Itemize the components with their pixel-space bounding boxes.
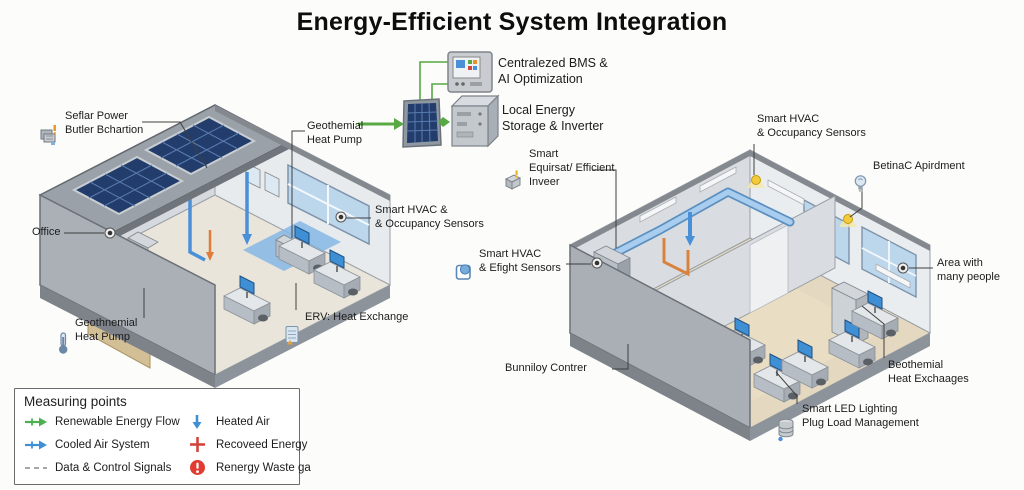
thermometer-icon bbox=[56, 317, 70, 360]
hvac-sensors-label: Smart HVAC & Efight Sensors bbox=[479, 248, 561, 274]
legend-label: Data & Control Signals bbox=[55, 461, 172, 474]
lightbulb-icon bbox=[853, 160, 868, 200]
legend-box: Measuring points Renewable Energy Flow H… bbox=[14, 388, 311, 485]
smart-equipment-callout: Smart Equirsat/ Efficient Inveer bbox=[503, 148, 614, 196]
cooled-air-symbol bbox=[24, 439, 48, 451]
legend-label: Cooled Air System bbox=[55, 438, 150, 451]
bms-panel-icon bbox=[447, 51, 493, 93]
legend-item-cooled: Cooled Air System bbox=[24, 436, 181, 453]
renewable-flow-symbol bbox=[24, 416, 48, 428]
heated-air-symbol bbox=[185, 414, 209, 430]
recovered-energy-symbol bbox=[185, 436, 209, 453]
geothermal-exchange-label: Beothemial Heat Exchaages bbox=[888, 359, 969, 385]
legend-item-renewable: Renewable Energy Flow bbox=[24, 414, 181, 430]
legend-item-waste: Renergy Waste ga bbox=[185, 459, 311, 476]
smart-hvac-left-label: Smart HVAC & & Occupancy Sensors bbox=[375, 204, 484, 230]
solar-report-icon bbox=[40, 110, 60, 151]
geothermal-bottom-callout: Geothnemial Heat Pump bbox=[56, 317, 137, 360]
legend-grid: Renewable Energy Flow Heated Air Cooled … bbox=[24, 414, 311, 476]
legend-label: Recoveed Energy bbox=[216, 438, 308, 451]
legend-label: Heated Air bbox=[216, 416, 270, 428]
legend-item-recovered: Recoveed Energy bbox=[185, 436, 311, 453]
legend-title: Measuring points bbox=[24, 394, 127, 409]
waste-warning-symbol bbox=[185, 459, 209, 476]
hvac-occupancy-right-label: Smart HVAC & Occupancy Sensors bbox=[757, 113, 866, 139]
left-building-illustration bbox=[38, 104, 392, 388]
office-label: Office bbox=[32, 226, 61, 238]
data-signals-symbol bbox=[24, 464, 48, 472]
hvac-sensors-callout: Smart HVAC & Efight Sensors bbox=[455, 248, 561, 286]
equipment-box-icon bbox=[503, 156, 524, 196]
geothermal-bottom-label: Geothnemial Heat Pump bbox=[75, 317, 138, 343]
legend-item-data-signals: Data & Control Signals bbox=[24, 459, 181, 476]
inverter-box-icon bbox=[450, 94, 500, 148]
solar-power-callout: Seflar Power Butler Bchartion bbox=[40, 110, 143, 151]
bms-connector-lines bbox=[419, 61, 448, 100]
area-people-label: Area with many people bbox=[937, 257, 1000, 283]
led-lighting-label: Smart LED Lighting Plug Load Management bbox=[802, 403, 919, 429]
erv-label: ERV: Heat Exchange bbox=[305, 311, 409, 323]
apartment-callout: BetinaC Apirdment bbox=[853, 160, 965, 200]
bms-label: Centralezed BMS & AI Optimization bbox=[498, 56, 608, 86]
plug-load-cylinders-icon bbox=[777, 403, 797, 448]
smart-equipment-label: Smart Equirsat/ Efficient Inveer bbox=[529, 148, 615, 188]
led-lighting-callout: Smart LED Lighting Plug Load Management bbox=[777, 403, 919, 448]
occupancy-sensor-icon bbox=[455, 248, 474, 286]
callout-lines bbox=[64, 121, 933, 404]
erv-callout: ERV: Heat Exchange bbox=[284, 311, 408, 352]
page-title: Energy-Efficient System Integration bbox=[296, 8, 728, 36]
storage-inverter-label: Local Energy Storage & Inverter bbox=[502, 103, 604, 133]
occupancy-control-label: Bunniloy Contrer bbox=[505, 362, 587, 374]
renewable-flow-arrow bbox=[358, 117, 450, 130]
legend-label: Renewable Energy Flow bbox=[55, 416, 180, 428]
solar-panel-icon bbox=[402, 98, 442, 148]
legend-label: Renergy Waste ga bbox=[216, 461, 311, 474]
right-building-illustration bbox=[568, 149, 932, 441]
legend-item-heated: Heated Air bbox=[185, 414, 311, 430]
apartment-label: BetinaC Apirdment bbox=[873, 160, 965, 172]
solar-power-label: Seflar Power Butler Bchartion bbox=[65, 110, 144, 136]
geothermal-top-label: Geothemial Heat Pump bbox=[307, 120, 364, 146]
erv-unit-icon bbox=[284, 311, 300, 352]
